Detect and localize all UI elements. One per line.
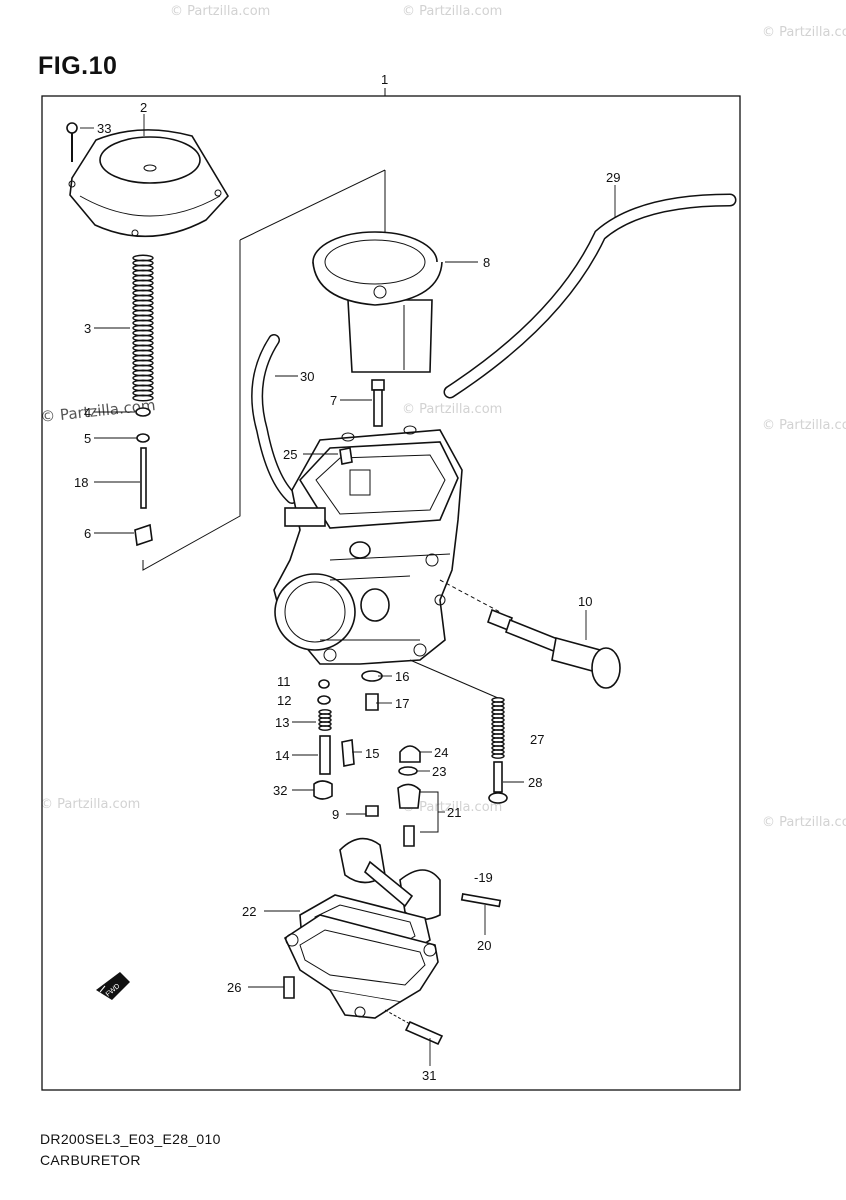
- callout-28: 28: [528, 775, 542, 790]
- callout-23: 23: [432, 764, 446, 779]
- watermark: © Partzilla.com: [40, 797, 141, 812]
- starter-plunger-part: [341, 739, 355, 767]
- callout-1: 1: [381, 72, 388, 87]
- watermark: © Partzilla.com: [762, 418, 846, 433]
- watermark: © Partzilla.com: [762, 25, 846, 40]
- figure-name: CARBURETOR: [40, 1152, 141, 1168]
- figure-title: FIG.10: [38, 52, 118, 80]
- callout-21: 21: [447, 805, 461, 820]
- o-ring-part: [398, 766, 418, 776]
- pilot-jet-part: [319, 735, 331, 775]
- watermark: © Partzilla.com: [402, 800, 503, 815]
- diagram-frame: [41, 95, 741, 1091]
- callout-5: 5: [84, 431, 91, 446]
- callout-14: 14: [275, 748, 289, 763]
- watermark: © Partzilla.com: [170, 4, 271, 19]
- drain-screw-part: [404, 1020, 444, 1046]
- callout-26: 26: [227, 980, 241, 995]
- callout-9: 9: [332, 807, 339, 822]
- valve-part: [365, 693, 379, 711]
- washer-part: [135, 407, 151, 417]
- screw-part: [283, 976, 295, 999]
- callout-4: 4: [84, 405, 91, 420]
- callout-7: 7: [330, 393, 337, 408]
- callout-3: 3: [84, 321, 91, 336]
- screw-part: [365, 805, 379, 817]
- callout-18: 18: [74, 475, 88, 490]
- callout-13: 13: [275, 715, 289, 730]
- main-jet-spring-part: [318, 709, 332, 731]
- callout-24: 24: [434, 745, 448, 760]
- callout-12: 12: [277, 693, 291, 708]
- callout-6: 6: [84, 526, 91, 541]
- callout-22: 22: [242, 904, 256, 919]
- callout-30: 30: [300, 369, 314, 384]
- needle-part: [140, 447, 147, 509]
- callout-8: 8: [483, 255, 490, 270]
- callout-20: 20: [477, 938, 491, 953]
- jet-holder-part: [318, 679, 330, 689]
- callout-25: 25: [283, 447, 297, 462]
- callout-2: 2: [140, 100, 147, 115]
- diaphragm-piston-part: [312, 231, 443, 373]
- callout-10: 10: [578, 594, 592, 609]
- figure-code: DR200SEL3_E03_E28_010: [40, 1131, 221, 1147]
- carburetor-body: [273, 425, 463, 665]
- callout-15: 15: [365, 746, 379, 761]
- top-cap-part: [68, 129, 229, 238]
- callout-19: -19: [474, 870, 493, 885]
- callout-31: 31: [422, 1068, 436, 1083]
- vent-hose-part: [251, 334, 298, 504]
- watermark: © Partzilla.com: [762, 815, 846, 830]
- spacer-part: [134, 523, 153, 547]
- cap-part: [313, 780, 333, 800]
- callout-16: 16: [395, 669, 409, 684]
- callout-32: 32: [273, 783, 287, 798]
- spring-part: [132, 254, 154, 402]
- clip-part: [136, 433, 150, 443]
- callout-29: 29: [606, 170, 620, 185]
- fwd-arrow-icon: [96, 972, 130, 1000]
- callout-27: 27: [530, 732, 544, 747]
- watermark: © Partzilla.com: [402, 4, 503, 19]
- callout-11: 11: [277, 674, 291, 689]
- watermark: © Partzilla.com: [402, 402, 503, 417]
- needle-jet-part: [371, 379, 385, 427]
- hose-part: [443, 193, 737, 399]
- callout-33: 33: [97, 121, 111, 136]
- float-valve-part: [397, 783, 421, 809]
- adjust-spring-part: [491, 697, 505, 759]
- screw-part: [66, 122, 78, 162]
- float-needle-part: [403, 825, 415, 847]
- throttle-stop-screw-part: [439, 579, 621, 689]
- cap-part: [399, 745, 421, 763]
- float-pin-part: [460, 892, 502, 908]
- callout-17: 17: [395, 696, 409, 711]
- float-bowl-part: [283, 914, 439, 1019]
- float-part: [339, 837, 441, 921]
- o-ring-part: [317, 695, 331, 705]
- pilot-screw-part: [493, 761, 503, 793]
